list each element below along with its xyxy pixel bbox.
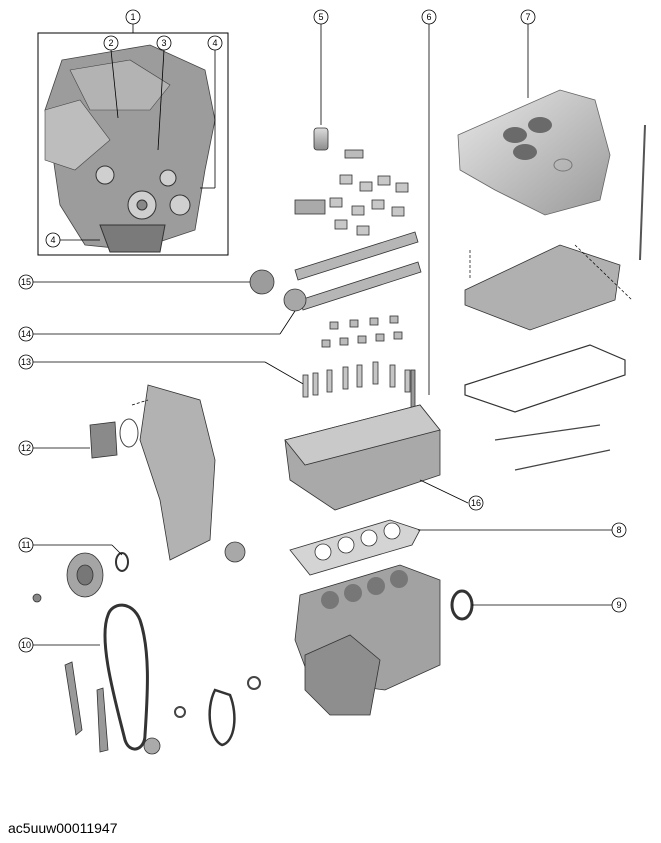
part-crankshaft-assembly	[304, 634, 381, 716]
svg-text:6: 6	[426, 12, 431, 22]
part-idler-pulley	[224, 541, 246, 563]
callout-4-bottom: 4	[45, 232, 61, 248]
part-wiring-harness	[494, 424, 611, 471]
svg-text:12: 12	[21, 443, 31, 453]
svg-text:3: 3	[161, 38, 166, 48]
part-hydraulic-lash-adjusters	[321, 315, 403, 348]
callout-9: 9	[611, 597, 627, 613]
part-cylinder-head-cover	[464, 244, 621, 331]
svg-text:4: 4	[212, 38, 217, 48]
part-timing-chain-cover	[139, 384, 216, 561]
callout-11: 11	[18, 537, 34, 553]
callout-12: 12	[18, 440, 34, 456]
callout-15: 15	[18, 274, 34, 290]
callout-14: 14	[18, 326, 34, 342]
svg-text:5: 5	[318, 12, 323, 22]
part-oil-pump-chain	[208, 688, 236, 747]
part-oil-control-valve	[313, 127, 329, 151]
part-camshafts	[294, 231, 422, 311]
part-engine-cover	[457, 89, 611, 216]
callout-4-top: 4	[207, 35, 223, 51]
svg-text:15: 15	[21, 277, 31, 287]
part-water-pump	[89, 421, 118, 459]
svg-text:8: 8	[616, 525, 621, 535]
callout-3: 3	[156, 35, 172, 51]
svg-text:4: 4	[50, 235, 55, 245]
svg-text:10: 10	[21, 640, 31, 650]
callout-1: 1	[125, 9, 141, 25]
part-timing-chain	[103, 603, 149, 751]
callout-16: 16	[468, 495, 484, 511]
part-head-cover-gasket	[464, 344, 626, 413]
callout-5: 5	[313, 9, 329, 25]
svg-text:1: 1	[130, 12, 135, 22]
part-cylinder-head-gasket	[289, 519, 421, 576]
part-cylinder-head	[284, 404, 441, 511]
part-exhaust-sprocket	[249, 269, 275, 295]
callout-7: 7	[520, 9, 536, 25]
callout-13: 13	[18, 354, 34, 370]
figure-reference-code: ac5uuw00011947	[8, 820, 118, 836]
callout-2: 2	[103, 35, 119, 51]
svg-text:16: 16	[471, 498, 481, 508]
svg-text:2: 2	[108, 38, 113, 48]
part-front-oil-seal	[115, 552, 129, 572]
part-dipstick	[639, 124, 646, 261]
part-crankshaft-pulley	[66, 552, 104, 598]
callout-6: 6	[421, 9, 437, 25]
svg-text:7: 7	[525, 12, 530, 22]
part-rocker-arms	[294, 149, 409, 236]
svg-text:9: 9	[616, 600, 621, 610]
svg-text:11: 11	[21, 540, 30, 550]
part-chain-guide	[64, 661, 83, 736]
callout-8: 8	[611, 522, 627, 538]
part-vvt-actuator	[283, 288, 307, 312]
svg-text:14: 14	[21, 329, 31, 339]
svg-text:13: 13	[21, 357, 31, 367]
assembled-engine-image	[44, 44, 216, 253]
part-valves	[302, 361, 411, 398]
part-rear-oil-seal	[450, 589, 474, 621]
callout-10: 10	[18, 637, 34, 653]
